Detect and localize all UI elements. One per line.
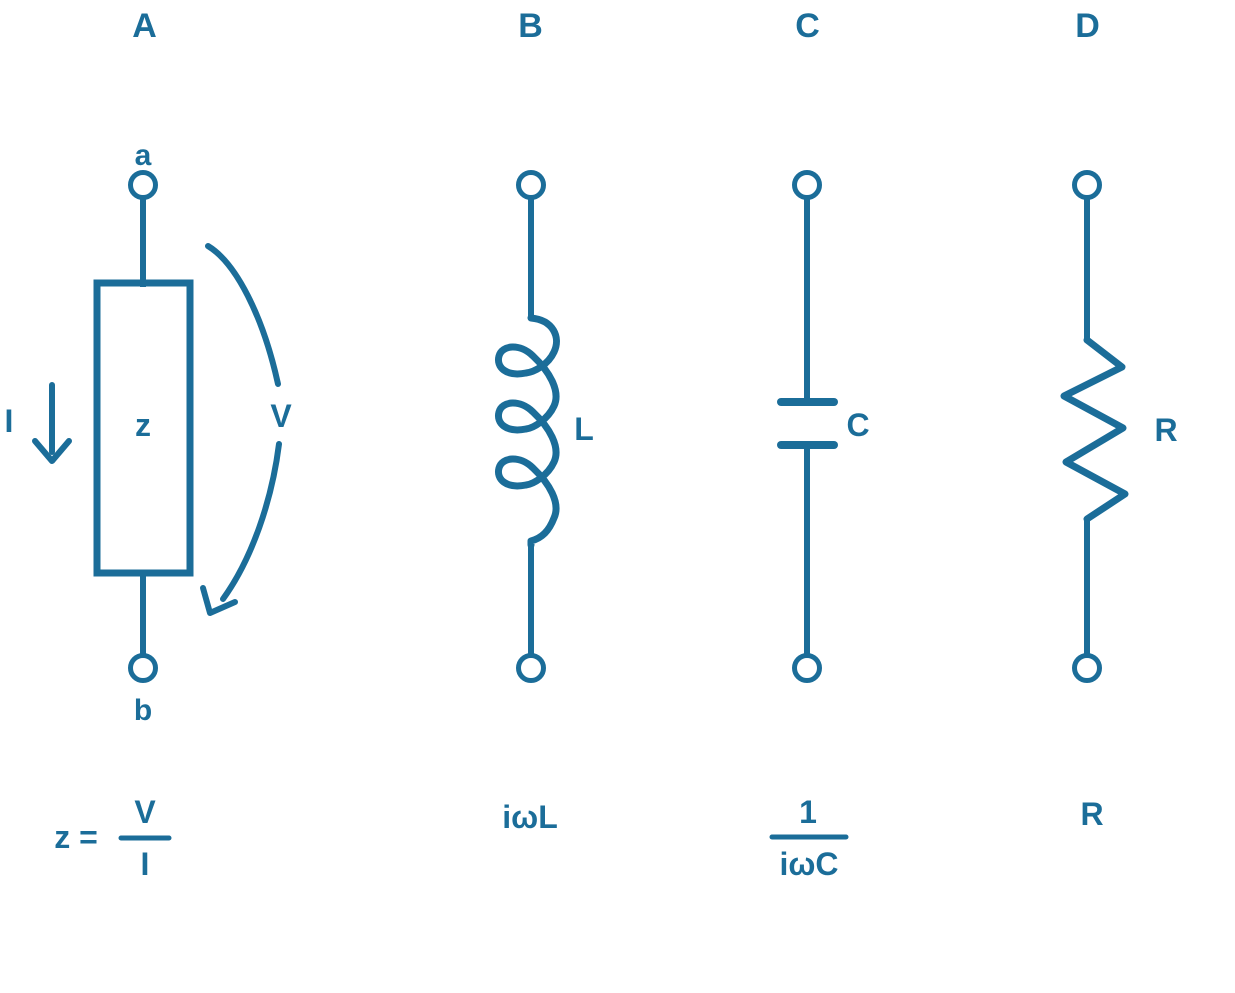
terminal-a-circle [128, 170, 158, 200]
resistor-bottom-terminal-circle [1072, 653, 1102, 683]
panel-c-label: C [795, 7, 821, 45]
terminal-b-circle [128, 653, 158, 683]
terminal-b-label: b [134, 694, 152, 727]
voltage-arc-lower [220, 441, 282, 602]
terminal-a-label: a [135, 139, 152, 172]
capacitor-formula: 1 iωC [769, 794, 849, 882]
capacitor-formula-numerator: 1 [799, 794, 817, 830]
resistor-element-label: R [1154, 412, 1177, 448]
formula-denominator: I [141, 846, 150, 882]
resistor-top-terminal-circle [1072, 170, 1102, 200]
formula-lhs: z = [54, 819, 98, 855]
capacitor-element-label: C [846, 407, 869, 443]
panel-inductor: B L iωL [495, 7, 594, 835]
panel-d-label: D [1075, 7, 1101, 45]
voltage-label: V [270, 398, 292, 434]
panel-resistor: D R R [1060, 7, 1178, 832]
resistor-zigzag-icon [1060, 336, 1129, 523]
panel-b-label: B [518, 7, 544, 45]
capacitor-bottom-terminal-circle [792, 653, 822, 683]
impedance-formula: z = V I [54, 794, 172, 882]
panel-capacitor: C C 1 iωC [769, 7, 870, 882]
capacitor-top-terminal-circle [792, 170, 822, 200]
panel-impedance: A a z b I V z = V I [5, 7, 293, 882]
resistor-formula: R [1080, 796, 1103, 832]
current-label: I [5, 403, 14, 439]
formula-numerator: V [134, 794, 156, 830]
inductor-formula: iωL [502, 799, 557, 835]
panel-a-label: A [132, 7, 158, 45]
voltage-arc-upper [205, 243, 281, 387]
current-arrow-head-icon [32, 438, 72, 464]
inductor-element-label: L [574, 411, 594, 447]
capacitor-formula-denominator: iωC [779, 846, 838, 882]
voltage-arrow-head-icon [200, 585, 238, 616]
inductor-bottom-terminal-circle [516, 653, 546, 683]
inductor-top-terminal-circle [516, 170, 546, 200]
inductor-coil-icon [495, 314, 560, 549]
impedance-element-label: z [135, 407, 151, 443]
